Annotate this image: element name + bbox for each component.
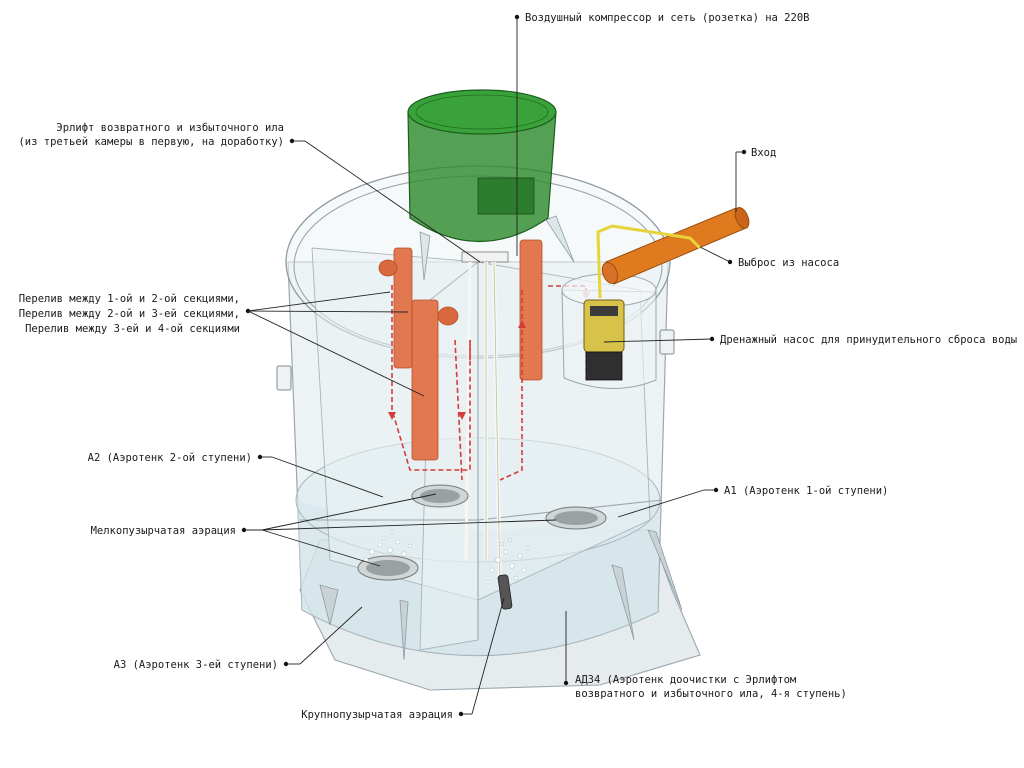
- neck-strut: [545, 215, 575, 263]
- air-manifold: [461, 251, 509, 263]
- label-overflow-3-4: Перелив между 3-ей и 4-ой секциями: [25, 323, 240, 335]
- label-ad34-line2: возвратного и избыточного ила, 4-я ступе…: [575, 688, 847, 700]
- overflow-pipe-3-4: [519, 239, 543, 381]
- overflow-pipe-2-3: [411, 299, 439, 461]
- side-lug-left: [276, 365, 292, 391]
- aerators: [357, 484, 607, 610]
- rib: [647, 529, 683, 611]
- compressor-box: [477, 177, 535, 215]
- rib: [399, 599, 409, 661]
- label-airlift-line2: (из третьей камеры в первую, на доработк…: [18, 136, 284, 148]
- rib: [319, 584, 339, 626]
- label-a3: А3 (Аэротенк 3-ей ступени): [114, 659, 278, 671]
- air-bubbles: [363, 530, 530, 585]
- label-drain-pump: Дренажный насос для принудительного сбро…: [720, 334, 1017, 346]
- label-fine-aeration: Мелкопузырчатая аэрация: [91, 525, 236, 537]
- label-overflow-1-2: Перелив между 1-ой и 2-ой секциями,: [19, 293, 240, 305]
- label-ad34-line1: АДЗ4 (Аэротенк доочистки с Эрлифтом: [575, 674, 797, 686]
- airlift-tube: [464, 261, 472, 561]
- label-pump-outlet: Выброс из насоса: [738, 257, 839, 269]
- flow-path-center: [454, 339, 471, 481]
- pump-chamber: [561, 273, 657, 389]
- label-airlift-line1: Эрлифт возвратного и избыточного ила: [56, 122, 284, 134]
- coarse-aerator: [497, 574, 513, 610]
- flow-paths: [388, 285, 590, 481]
- flow-path-left: [391, 285, 471, 471]
- neck-strut: [419, 231, 431, 281]
- inlet-pipe: [596, 207, 750, 299]
- label-compressor: Воздушный компрессор и сеть (розетка) на…: [525, 12, 809, 24]
- labels: Воздушный компрессор и сеть (розетка) на…: [18, 12, 1017, 721]
- neck-lid: [407, 89, 557, 135]
- pump-discharge-hose: [596, 224, 702, 299]
- service-neck: [407, 89, 575, 281]
- label-overflow-2-3: Перелив между 2-ой и 3-ей секциями,: [19, 308, 240, 320]
- side-lug-right: [659, 329, 675, 355]
- label-inlet: Вход: [751, 147, 776, 159]
- label-coarse-aeration: Крупнопузырчатая аэрация: [301, 709, 453, 721]
- label-a1: А1 (Аэротенк 1-ой ступени): [724, 485, 888, 497]
- label-a2: А2 (Аэротенк 2-ой ступени): [88, 452, 252, 464]
- rib: [611, 564, 635, 641]
- overflow-pipes: [378, 239, 543, 591]
- tank: [276, 165, 701, 691]
- leader-lines: [241, 14, 747, 717]
